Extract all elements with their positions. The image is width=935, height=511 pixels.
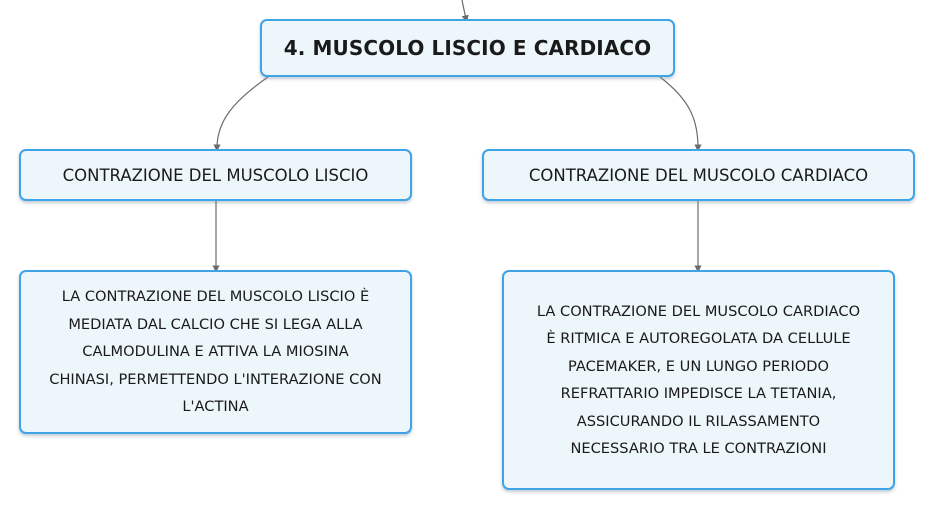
- leaf-text-line: LA CONTRAZIONE DEL MUSCOLO CARDIACO: [536, 302, 861, 320]
- connector-root-to-branch-left: [213, 76, 269, 152]
- branch-node-title: CONTRAZIONE DEL MUSCOLO LISCIO: [62, 165, 369, 185]
- root-node[interactable]: 4. MUSCOLO LISCIO E CARDIACO: [260, 19, 675, 77]
- leaf-text-line: ASSICURANDO IL RILASSAMENTO: [576, 412, 821, 430]
- branch-node-cardiac-muscle[interactable]: CONTRAZIONE DEL MUSCOLO CARDIACO: [482, 149, 915, 201]
- leaf-text-line: REFRATTARIO IMPEDISCE LA TETANIA,: [560, 385, 837, 402]
- connector-parent-to-root: [461, 0, 469, 23]
- branch-node-smooth-muscle[interactable]: CONTRAZIONE DEL MUSCOLO LISCIO: [19, 149, 412, 201]
- leaf-text-line: LA CONTRAZIONE DEL MUSCOLO LISCIO È: [61, 288, 370, 306]
- leaf-text-line: CALMODULINA E ATTIVA LA MIOSINA: [82, 343, 349, 361]
- leaf-text-line: L'ACTINA: [182, 398, 249, 416]
- leaf-text: LA CONTRAZIONE DEL MUSCOLO LISCIO È MEDI…: [49, 283, 381, 421]
- leaf-text-line: MEDIATA DAL CALCIO CHE SI LEGA ALLA: [68, 315, 363, 333]
- leaf-node-smooth-muscle-detail[interactable]: LA CONTRAZIONE DEL MUSCOLO LISCIO È MEDI…: [19, 270, 412, 434]
- leaf-text-line: CHINASI, PERMETTENDO L'INTERAZIONE CON: [49, 370, 382, 388]
- leaf-text: LA CONTRAZIONE DEL MUSCOLO CARDIACO È RI…: [537, 298, 860, 463]
- branch-node-title: CONTRAZIONE DEL MUSCOLO CARDIACO: [528, 165, 869, 185]
- connector-root-to-branch-right: [659, 76, 702, 152]
- leaf-text-line: NECESSARIO TRA LE CONTRAZIONI: [570, 440, 827, 457]
- root-node-title: 4. MUSCOLO LISCIO E CARDIACO: [283, 36, 652, 60]
- leaf-text-line: PACEMAKER, E UN LUNGO PERIODO: [567, 357, 829, 375]
- leaf-node-cardiac-muscle-detail[interactable]: LA CONTRAZIONE DEL MUSCOLO CARDIACO È RI…: [502, 270, 895, 490]
- leaf-text-line: È RITMICA E AUTOREGOLATA DA CELLULE: [546, 330, 851, 347]
